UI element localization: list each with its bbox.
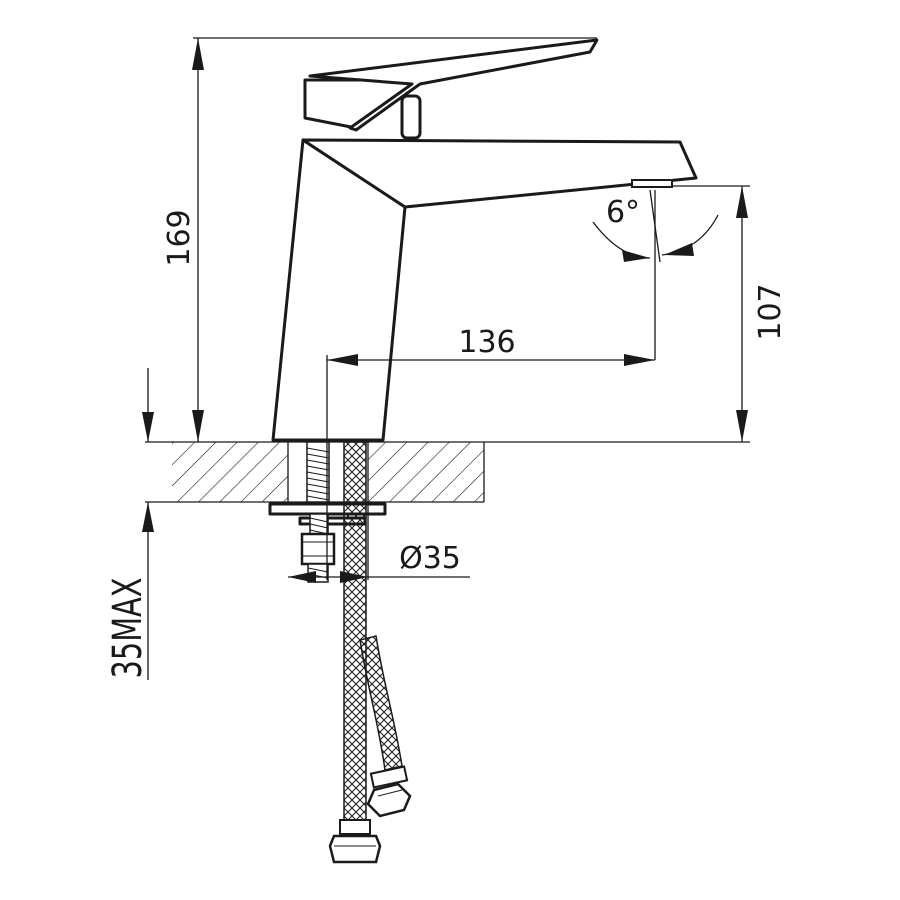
label-spout-reach: 136 — [458, 325, 515, 360]
dimension-spout-angle: 6° — [592, 189, 719, 263]
dimension-hole-diameter: Ø35 — [288, 502, 470, 583]
lever-handle — [303, 38, 599, 140]
countertop-section — [145, 441, 750, 503]
dimension-height-total: 169 — [162, 37, 597, 442]
supply-hoses — [328, 441, 412, 864]
label-height-total: 169 — [162, 209, 197, 266]
dimension-spout-height: 107 — [672, 185, 788, 442]
label-spout-angle: 6° — [606, 195, 640, 230]
label-deck-thickness: 35MAX — [105, 578, 151, 679]
dimension-spout-reach: 136 — [326, 190, 656, 580]
dimension-deck-thickness: 35MAX — [105, 368, 154, 680]
threaded-stud — [300, 441, 336, 583]
faucet-spout — [301, 138, 698, 209]
label-hole-diameter: Ø35 — [399, 541, 461, 576]
label-spout-height: 107 — [753, 283, 788, 340]
